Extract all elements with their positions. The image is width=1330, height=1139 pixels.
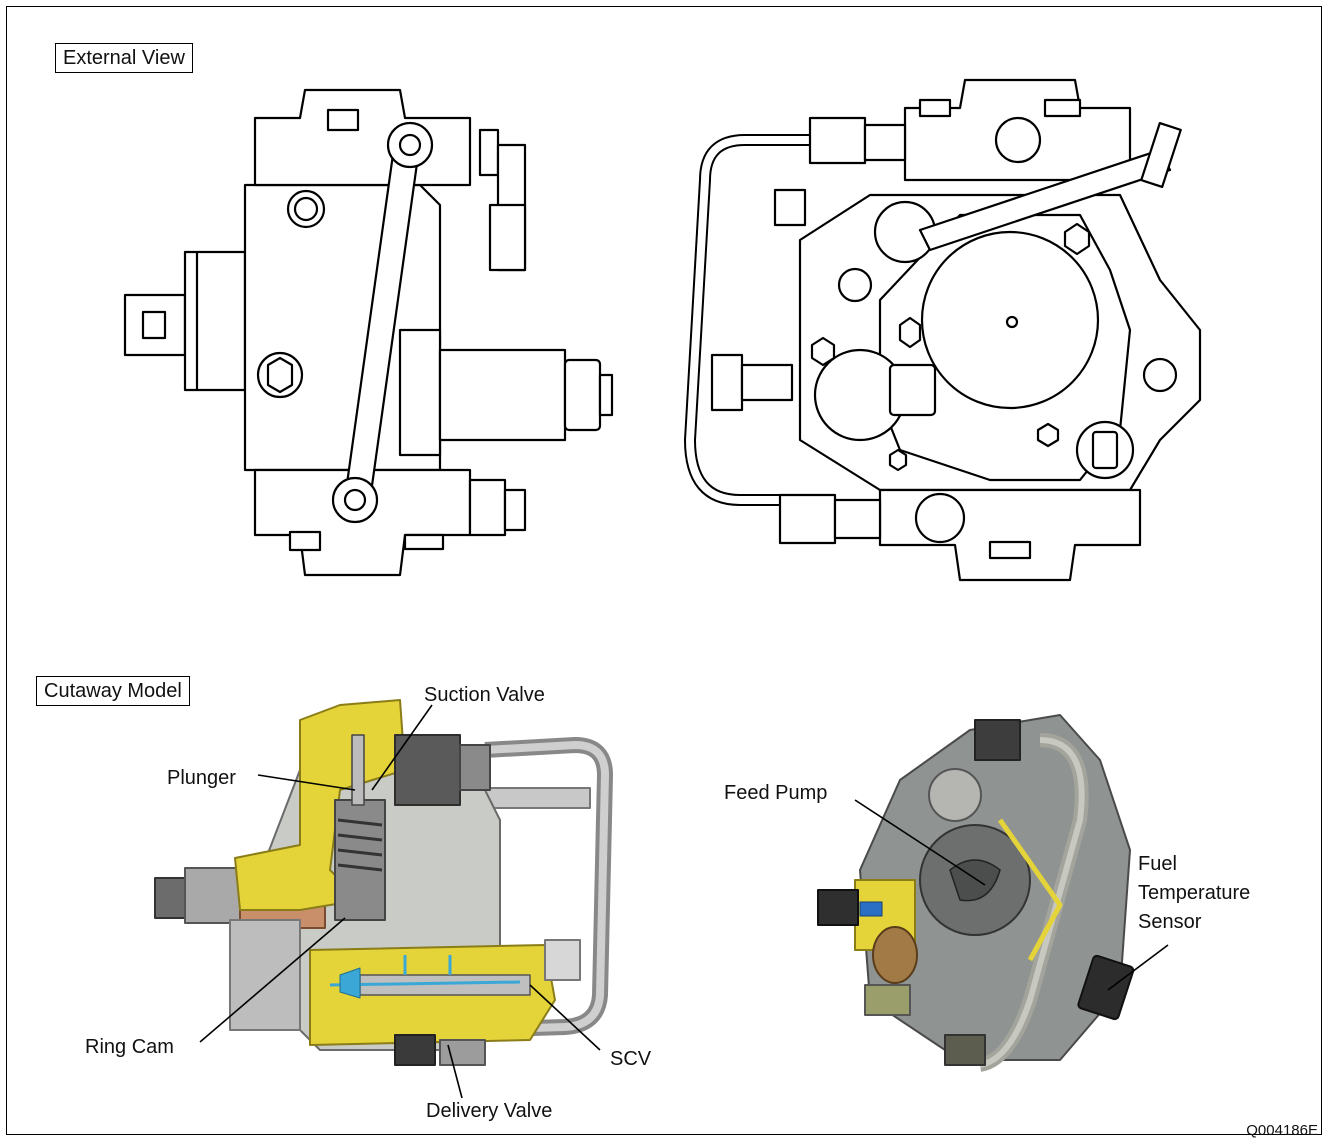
callout-feed-pump: Feed Pump bbox=[724, 782, 828, 804]
callout-suction-valve: Suction Valve bbox=[424, 684, 545, 706]
leader-suction-valve bbox=[371, 704, 433, 791]
leader-delivery-valve bbox=[447, 1044, 463, 1099]
callout-fuel-temperature-sensor: Fuel Temperature Sensor bbox=[1138, 850, 1250, 937]
fuel-temp-line-1: Fuel bbox=[1138, 853, 1177, 875]
callout-leader-lines bbox=[199, 704, 1169, 1099]
pump-rear-view bbox=[684, 78, 1202, 582]
feed-pump-photo bbox=[817, 714, 1135, 1072]
pump-side-view bbox=[123, 88, 614, 577]
leader-feed-pump bbox=[854, 799, 986, 886]
fuel-temp-line-2: Temperature bbox=[1138, 882, 1251, 904]
leader-plunger bbox=[257, 774, 356, 791]
section-label-cutaway-model: Cutaway Model bbox=[36, 676, 190, 706]
leader-scv bbox=[529, 984, 601, 1051]
section-label-external-view: External View bbox=[55, 43, 193, 73]
callout-scv: SCV bbox=[610, 1048, 652, 1070]
callout-delivery-valve: Delivery Valve bbox=[426, 1100, 553, 1122]
figure-id: Q004186E bbox=[1246, 1122, 1318, 1139]
leader-fuel-temp-sensor bbox=[1107, 944, 1169, 991]
callout-ring-cam: Ring Cam bbox=[85, 1036, 174, 1058]
callout-plunger: Plunger bbox=[167, 767, 236, 789]
cutaway-model-photo bbox=[154, 699, 613, 1066]
leader-ring-cam bbox=[199, 917, 346, 1043]
fuel-temp-line-3: Sensor bbox=[1138, 911, 1202, 933]
